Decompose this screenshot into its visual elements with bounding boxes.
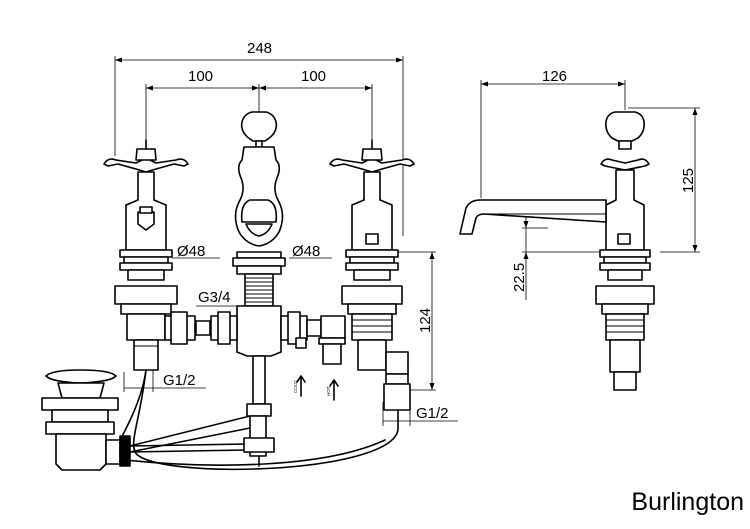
- thread-g12-left: G1/2: [123, 368, 206, 392]
- dimension-100-left: 100: [145, 68, 260, 148]
- manifold: [164, 311, 346, 365]
- brand-logo-text: Burlington: [631, 488, 744, 516]
- dimension-label-centre-right: 100: [301, 68, 326, 85]
- left-valve: [103, 139, 189, 371]
- cold-label: COLD: [293, 380, 298, 393]
- flexible-hoses: [119, 369, 399, 471]
- dimension-label-side-depth: 126: [542, 68, 567, 85]
- thread-label-left: G1/2: [163, 372, 196, 389]
- right-valve: [329, 139, 415, 411]
- dimension-label-overall-width: 248: [247, 40, 272, 57]
- pop-up-waste: [41, 369, 131, 471]
- thread-label-right: G1/2: [416, 405, 449, 422]
- dimension-label-side-height: 125: [680, 168, 697, 193]
- diameter-label-left: Ø48: [177, 243, 205, 260]
- hot-arrow: HOT: [326, 379, 339, 401]
- dimension-248: 248: [114, 40, 404, 236]
- dimension-diameter-spout: Ø48: [289, 243, 332, 260]
- dimension-label-spout-height: 22.5: [511, 263, 528, 292]
- thread-g34: G3/4: [196, 289, 246, 307]
- dimension-124: 124: [398, 251, 436, 391]
- pop-up-linkage: [129, 403, 275, 467]
- dimension-22-5: 22.5: [511, 212, 600, 300]
- dimension-label-centre-left: 100: [188, 68, 213, 85]
- dimension-diameter-left: Ø48: [172, 243, 220, 260]
- cold-arrow: COLD: [293, 375, 306, 397]
- side-view: [459, 111, 655, 391]
- thread-label-top: G3/4: [198, 289, 231, 306]
- hot-label: HOT: [326, 386, 331, 396]
- diameter-label-spout: Ø48: [292, 243, 320, 260]
- centre-spout: [232, 111, 286, 405]
- dimension-125: 125: [628, 107, 700, 253]
- dimension-126: 126: [480, 68, 626, 198]
- dimension-100-right: 100: [259, 68, 373, 148]
- dimension-label-connection-height: 124: [417, 308, 434, 333]
- thread-g12-right: G1/2: [382, 402, 458, 426]
